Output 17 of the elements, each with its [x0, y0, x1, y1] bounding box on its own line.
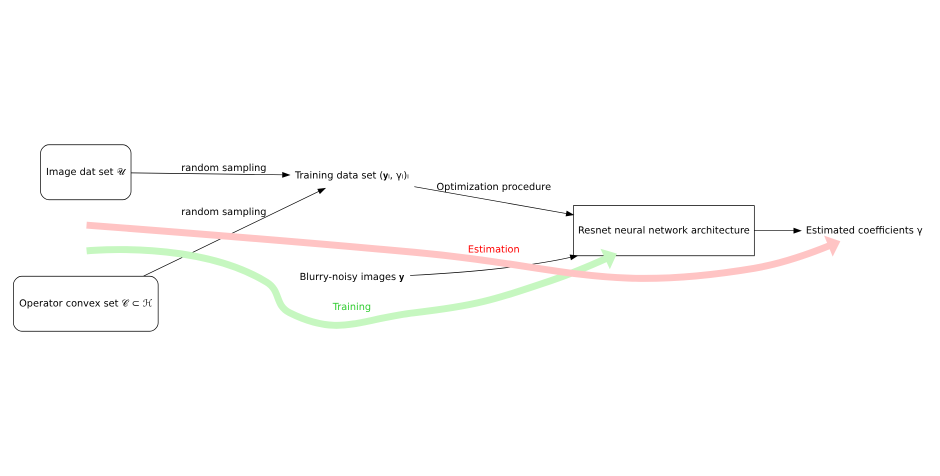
node-box: Resnet neural network architecture — [572, 205, 754, 256]
edge-label: random sampling — [180, 206, 266, 218]
edge-label: Optimization procedure — [436, 182, 551, 193]
node-text: Estimated coefficients γ — [805, 225, 922, 236]
edge-label: random sampling — [180, 163, 266, 174]
node-box: Operator convex set 𝒞 ⊂ ℋ — [12, 276, 158, 332]
edge-label: Training — [332, 302, 371, 314]
edge-label: Estimation — [467, 244, 520, 256]
arrow — [142, 188, 326, 276]
node-box: Image dat set 𝒰 — [40, 144, 131, 200]
arrow — [754, 228, 802, 234]
arrow — [130, 172, 290, 178]
arrow — [413, 186, 574, 216]
arrow — [86, 222, 840, 282]
arrow — [86, 246, 616, 329]
node-text: Training data set (𝐲ₗ, γₗ)ₗ — [294, 170, 408, 182]
node-text: Blurry-noisy images 𝐲 — [299, 272, 404, 283]
